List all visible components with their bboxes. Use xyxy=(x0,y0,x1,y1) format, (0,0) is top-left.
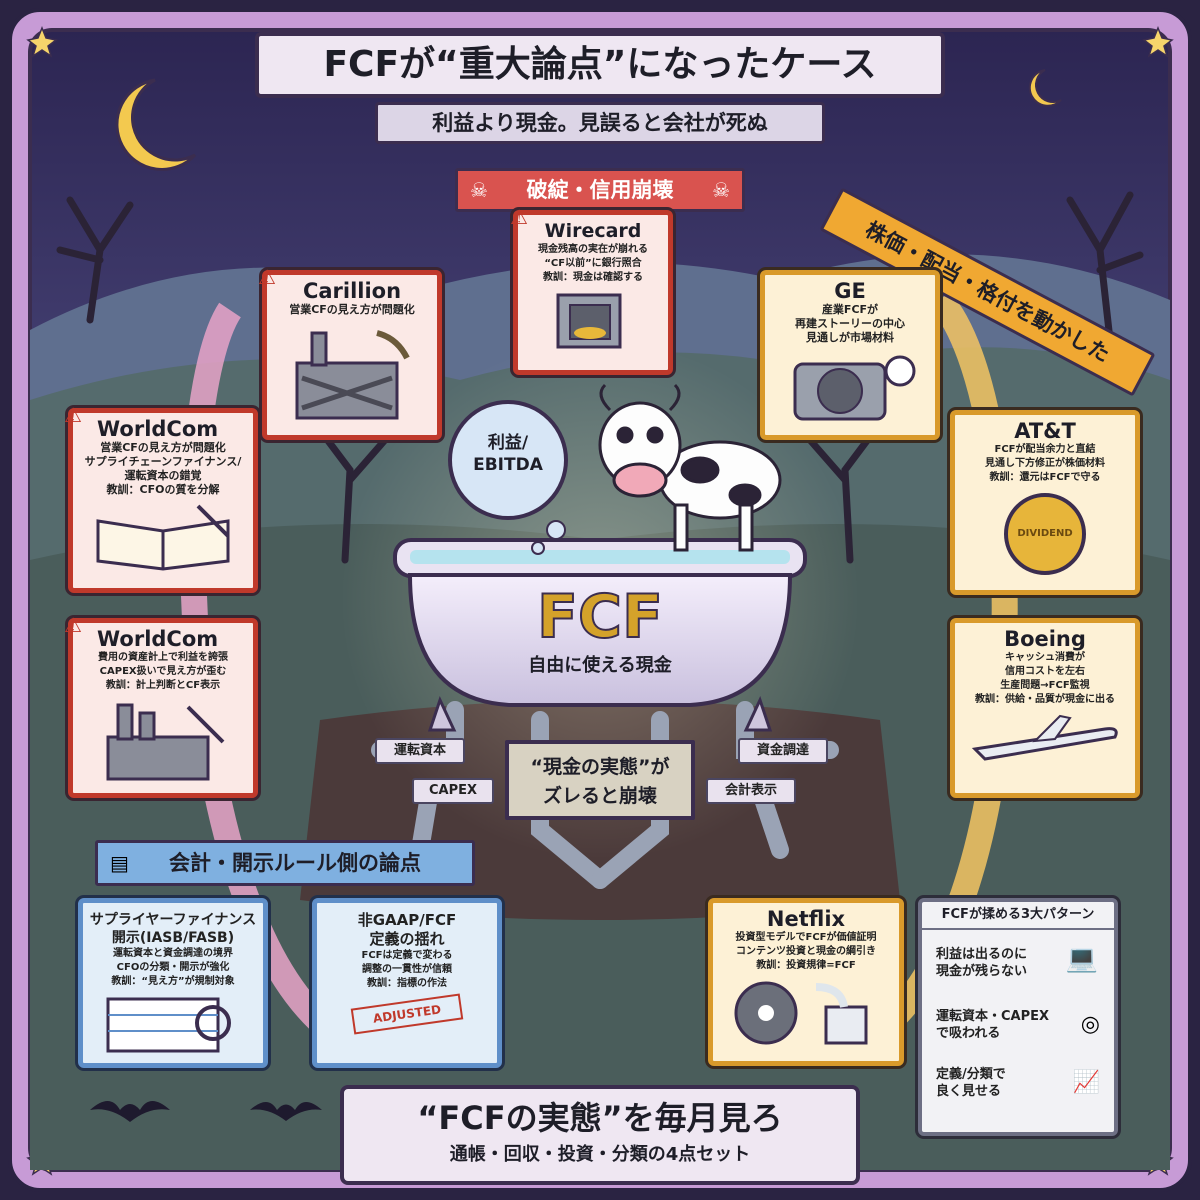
bat-icons xyxy=(90,1101,322,1122)
ribbon-collapse-label: 破綻・信用崩壊 xyxy=(526,178,674,202)
page-title: FCFが“重大論点”になったケース xyxy=(323,44,877,85)
spreadsheet-magnifier-icon xyxy=(106,997,231,1053)
card-title: Netflix xyxy=(766,907,846,931)
coins-icon: ◎ xyxy=(1080,1012,1100,1037)
factory-chains-icon xyxy=(295,330,410,420)
spray-chart-icon: 📈 xyxy=(1072,1070,1100,1095)
card-carillion: Carillion 営業CFの見え方が問題化 xyxy=(262,270,442,440)
pattern-item: 運転資本・CAPEX で吸われる xyxy=(936,1009,1050,1041)
pipe-tag-financing: 資金調達 xyxy=(738,738,828,764)
ribbon-accounting-label: 会計・開示ルール側の論点 xyxy=(169,851,421,875)
document-icon: ▤ xyxy=(110,851,129,875)
pipe-tag-capex: CAPEX xyxy=(412,778,494,804)
footer-subtitle: 通帳・回収・投資・分類の4点セット xyxy=(449,1144,751,1165)
patterns-title: FCFが揉める3大パターン xyxy=(922,902,1114,930)
header-title-banner: FCFが“重大論点”になったケース xyxy=(255,32,945,98)
coin-label: DIVIDEND xyxy=(1017,528,1073,539)
tub-fcf-title: FCF xyxy=(536,581,664,653)
card-wirecard: Wirecard 現金残高の実在が崩れる “CF以前”に銀行照合 教訓：現金は確… xyxy=(513,210,673,375)
moon-icon xyxy=(115,78,197,171)
ribbon-accounting: ▤ 会計・開示ルール側の論点 xyxy=(95,840,475,886)
turbine-icon xyxy=(793,355,916,421)
stamp-label: ADJUSTED xyxy=(372,1002,442,1026)
card-worldcom-2: WorldCom 費用の資産計上で利益を誇張 CAPEX扱いで見え方が歪む 教訓… xyxy=(68,618,258,798)
card-title: WorldCom xyxy=(97,417,219,441)
card-title: Boeing xyxy=(1004,627,1086,651)
pattern-item: 定義/分類で 良く見せる xyxy=(936,1067,1006,1099)
warning-icon: ⚠ xyxy=(258,265,276,289)
dead-trees xyxy=(56,191,1144,564)
pipe-tag-working-capital: 運転資本 xyxy=(375,738,465,764)
card-att: AT&T FCFが配当余力と直結 見通し下方修正が株価材料 教訓：還元はFCFで… xyxy=(950,410,1140,595)
skull-icon: ☠ xyxy=(712,178,730,202)
pattern-item: 利益は出るのに 現金が残らない xyxy=(936,947,1028,979)
footer-banner: “FCFの実態”を毎月見ろ 通帳・回収・投資・分類の4点セット xyxy=(340,1085,860,1185)
cow-illustration xyxy=(598,383,782,552)
card-netflix: Netflix 投資型モデルでFCFが価値証明 コンテンツ投資と現金の綱引き 教… xyxy=(708,898,904,1066)
page-subtitle: 利益より現金。見誤ると会社が死ぬ xyxy=(432,111,768,135)
card-title: Carillion xyxy=(302,279,402,303)
film-reel-icon xyxy=(734,981,868,1045)
factory-wand-icon xyxy=(106,703,225,781)
card-title: GE xyxy=(834,279,866,303)
card-patterns: FCFが揉める3大パターン 利益は出るのに 現金が残らない 💻 運転資本・CAP… xyxy=(918,898,1118,1136)
adjusted-stamp: ADJUSTED xyxy=(350,993,464,1035)
card-supplier-finance: サプライヤーファイナンス 開示(IASB/FASB) 運転資本と資金調達の境界 … xyxy=(78,898,268,1068)
header-subtitle-banner: 利益より現金。見誤ると会社が死ぬ xyxy=(375,102,825,144)
bathtub xyxy=(393,538,807,732)
warning-icon: ⚠ xyxy=(64,613,82,637)
card-worldcom-1: WorldCom 営業CFの見え方が問題化 サプライチェーンファイナンス/ 運転… xyxy=(68,408,258,593)
skull-icon: ☠ xyxy=(470,178,488,202)
open-book-icon xyxy=(96,504,230,571)
center-sign: “現金の実態”が ズレると崩壊 xyxy=(505,740,695,820)
card-title: WorldCom xyxy=(97,627,219,651)
dividend-coin-icon: DIVIDEND xyxy=(1004,493,1086,575)
bubble xyxy=(448,400,568,520)
footer-title: “FCFの実態”を毎月見ろ xyxy=(417,1099,783,1137)
bubble-label: 利益/ EBITDA xyxy=(473,433,543,475)
pipe-tag-accounting-presentation: 会計表示 xyxy=(706,778,796,804)
card-title: AT&T xyxy=(1014,419,1076,443)
laptop-icon: 💻 xyxy=(1065,944,1098,974)
moon-icon-small xyxy=(1028,69,1062,107)
card-non-gaap: 非GAAP/FCF 定義の揺れ FCFは定義で変わる 調整の一貫性が信頼 教訓：… xyxy=(312,898,502,1068)
airplane-icon xyxy=(971,714,1118,761)
vault-icon xyxy=(556,293,622,349)
warning-icon: ⚠ xyxy=(510,205,528,229)
ribbon-collapse: ☠ 破綻・信用崩壊 ☠ xyxy=(455,168,745,212)
tub-fcf-subtitle: 自由に使える現金 xyxy=(528,655,672,676)
card-boeing: Boeing キャッシュ消費が 信用コストを左右 生産問題→FCF監視 教訓：供… xyxy=(950,618,1140,798)
warning-icon: ⚠ xyxy=(64,403,82,427)
card-title: Wirecard xyxy=(544,220,642,242)
card-ge: GE 産業FCFが 再建ストーリーの中心 見通しが市場材料 xyxy=(760,270,940,440)
